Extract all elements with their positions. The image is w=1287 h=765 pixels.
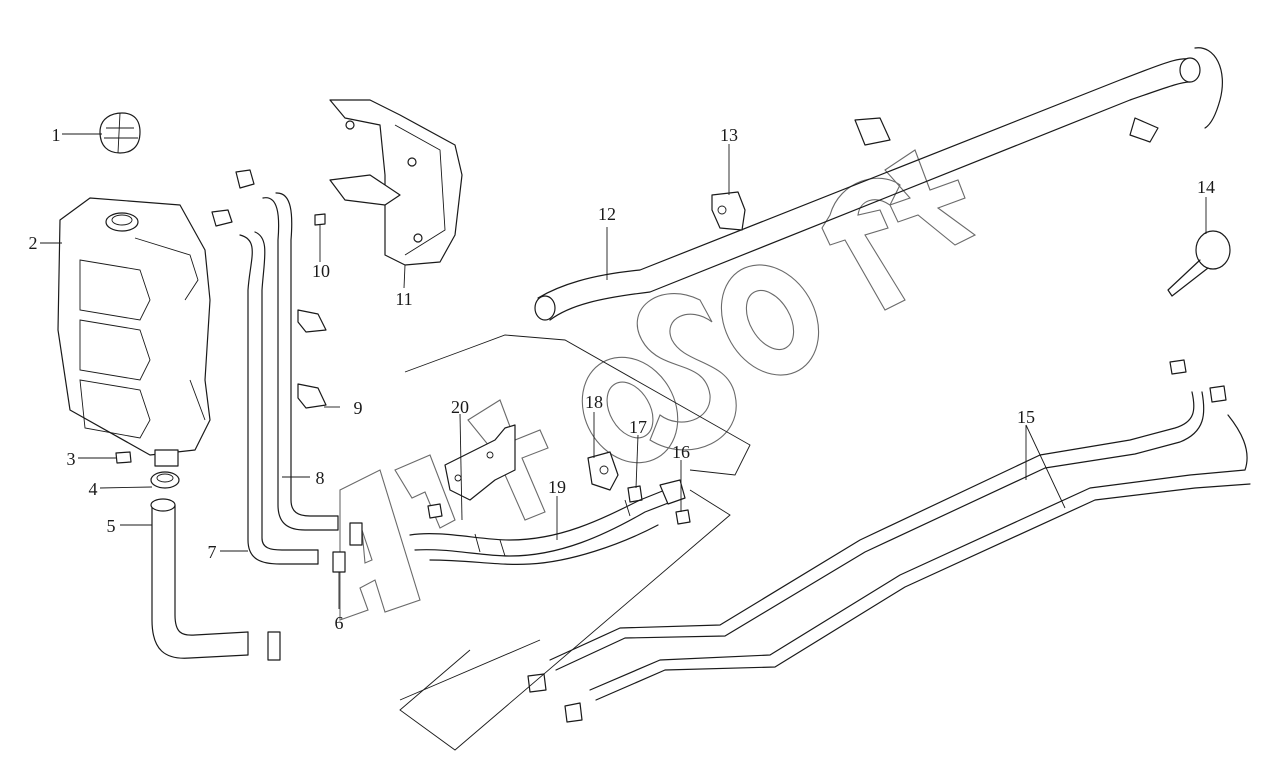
part-9-clips: [297, 309, 327, 409]
callout-14: 14: [1197, 177, 1215, 197]
callout-12: 12: [598, 204, 616, 224]
callout-17: 17: [629, 417, 647, 437]
callout-9: 9: [354, 398, 363, 418]
leader-lines: [40, 133, 1207, 609]
part-16-bolt: [675, 509, 691, 525]
part-15-pipes: [527, 359, 1251, 723]
callout-5: 5: [107, 516, 116, 536]
part-14-clamp: [1167, 230, 1231, 297]
part-3-bolt: [115, 451, 132, 464]
callout-20: 20: [451, 397, 469, 417]
callout-19: 19: [548, 477, 566, 497]
part-8-hose: [235, 169, 339, 531]
part-11-bracket: [329, 99, 463, 266]
part-1-cap: [99, 112, 141, 154]
part-4-clamp: [150, 471, 180, 489]
callout-4: 4: [89, 479, 98, 499]
part-7-hose: [211, 209, 319, 565]
part-6-fitting: [332, 522, 363, 573]
callout-15: 15: [1017, 407, 1035, 427]
callout-13: 13: [720, 125, 738, 145]
part-5-hose: [150, 498, 281, 661]
callout-18: 18: [585, 392, 603, 412]
part-10-bolt: [314, 213, 326, 240]
assembly-outline-frames: [399, 334, 751, 751]
callout-6: 6: [335, 613, 344, 633]
callout-3: 3: [67, 449, 76, 469]
callout-2: 2: [29, 233, 38, 253]
part-18-clip: [587, 451, 619, 491]
callout-10: 10: [312, 261, 330, 281]
callout-11: 11: [395, 289, 412, 309]
callout-7: 7: [208, 542, 217, 562]
part-20-bracket: [427, 424, 516, 519]
callout-labels: 1 2 3 4 5 6 7 8 9 10 11 12 13 14 15 16 1…: [29, 125, 1216, 633]
callout-1: 1: [52, 125, 61, 145]
part-12-pipe: [534, 47, 1223, 321]
callout-8: 8: [316, 468, 325, 488]
part-13-clip: [711, 191, 746, 231]
part-19-pipe-assembly: [409, 479, 686, 565]
callout-16: 16: [672, 442, 690, 462]
part-2-tank: [57, 197, 211, 467]
